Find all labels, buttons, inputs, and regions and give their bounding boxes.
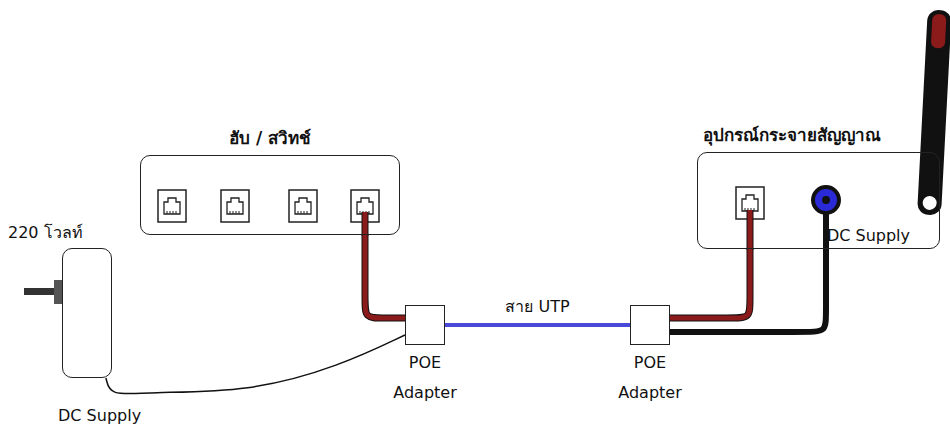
node-label: 220 โวลท์ [8, 222, 112, 244]
rj45-port [289, 190, 317, 222]
lan-cable [748, 210, 753, 250]
hub-switch-outline [140, 155, 400, 235]
node-label: POE Adapter [610, 348, 690, 408]
label-holder: DC Supply [827, 227, 910, 245]
cable-outline [365, 235, 405, 318]
dc-cable-group [106, 335, 405, 394]
edge-label-holder: สาย UTP [501, 294, 573, 319]
jack-label: DC Supply [827, 227, 910, 245]
node-heading: ฮับ / สวิทช์ [140, 121, 400, 155]
node-label: DC Supply [58, 406, 112, 426]
lan-cable [363, 212, 368, 236]
cable-outline [670, 249, 750, 318]
lan-cable-group [670, 249, 750, 318]
utp-cable-group [445, 325, 630, 326]
dc-jack-pin [822, 196, 830, 204]
poe-adapter-outline [405, 305, 445, 345]
antenna-base [921, 194, 938, 211]
lan-cable [365, 235, 405, 318]
poe-adapter: POE Adapter [630, 305, 670, 408]
utp-cable [445, 323, 630, 327]
edge-label: สาย UTP [501, 294, 573, 319]
rj45-port [221, 190, 249, 222]
hub-switch: ฮับ / สวิทช์ [140, 121, 400, 235]
power-adapter: 220 โวลท์ DC Supply [8, 222, 112, 426]
dc-jack [813, 187, 839, 213]
cable-outline [362, 212, 369, 236]
power-adapter-outline [62, 248, 112, 378]
antenna-body [917, 10, 950, 216]
node-label: POE Adapter [385, 348, 465, 408]
plug-collar [54, 280, 62, 304]
dc-cable [670, 249, 826, 332]
lan-cable-group [365, 235, 405, 318]
lan-cable [670, 249, 750, 318]
poe-adapter: POE Adapter [405, 305, 445, 408]
node-heading: อุปกรณ์กระจายสัญญาณ [697, 118, 940, 152]
antenna-tip [931, 14, 947, 49]
dc-cable-group [670, 249, 826, 332]
antenna [917, 10, 950, 216]
rj45-port [158, 190, 186, 222]
dc-cable [106, 335, 405, 394]
poe-adapter-outline [630, 305, 670, 345]
cable-outline [747, 210, 754, 250]
